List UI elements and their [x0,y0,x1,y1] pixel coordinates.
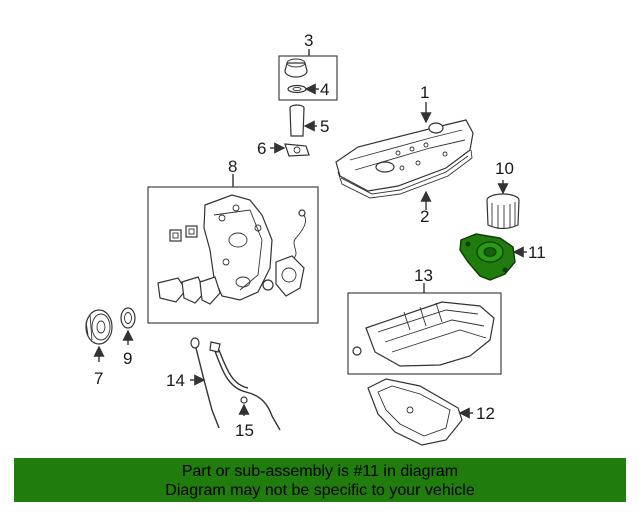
callout-9: 9 [123,349,132,368]
part-9-crankshaft-seal[interactable]: 9 [120,307,136,368]
part-14-oil-dipstick[interactable]: 14 [166,337,220,429]
callout-1: 1 [420,83,429,102]
part-1-valve-cover[interactable]: 1 [335,83,474,192]
callout-10: 10 [495,159,514,178]
part-6-gasket[interactable]: 6 [257,139,310,158]
callout-4: 4 [320,80,329,99]
callout-12: 12 [476,404,495,423]
callout-15: 15 [235,421,254,440]
parts-diagram: 4 3 5 6 1 2 [85,31,546,446]
part-10-oil-filter[interactable]: 10 [486,159,520,230]
callout-8: 8 [228,157,237,176]
callout-7: 7 [94,369,103,388]
callout-11: 11 [528,243,546,262]
part-8-timing-chain-cover-group[interactable]: 8 [147,157,319,324]
callout-13: 13 [414,266,433,285]
callout-3: 3 [304,31,313,50]
part-2-valve-cover-gasket[interactable]: 2 [337,149,473,226]
callout-6: 6 [257,139,266,158]
part-info-banner: Part or sub-assembly is #11 in diagram D… [14,458,626,502]
callout-2: 2 [420,207,429,226]
part-3-oil-filler-cap-group[interactable]: 4 3 [278,31,338,101]
part-12-lower-oil-pan[interactable]: 12 [367,378,495,446]
part-5-oil-filler-tube[interactable]: 5 [289,104,329,137]
part-11-oil-filter-housing-highlighted[interactable]: 11 [459,233,546,281]
part-15-dipstick-tube[interactable]: 15 [209,341,281,440]
banner-line-2: Diagram may not be specific to your vehi… [165,482,475,499]
callout-14: 14 [166,371,185,390]
part-7-crankshaft-pulley[interactable]: 7 [85,309,113,388]
callout-5: 5 [320,117,329,136]
banner-line-1: Part or sub-assembly is #11 in diagram [181,463,459,480]
part-13-oil-pan-group[interactable]: 13 [347,266,502,375]
